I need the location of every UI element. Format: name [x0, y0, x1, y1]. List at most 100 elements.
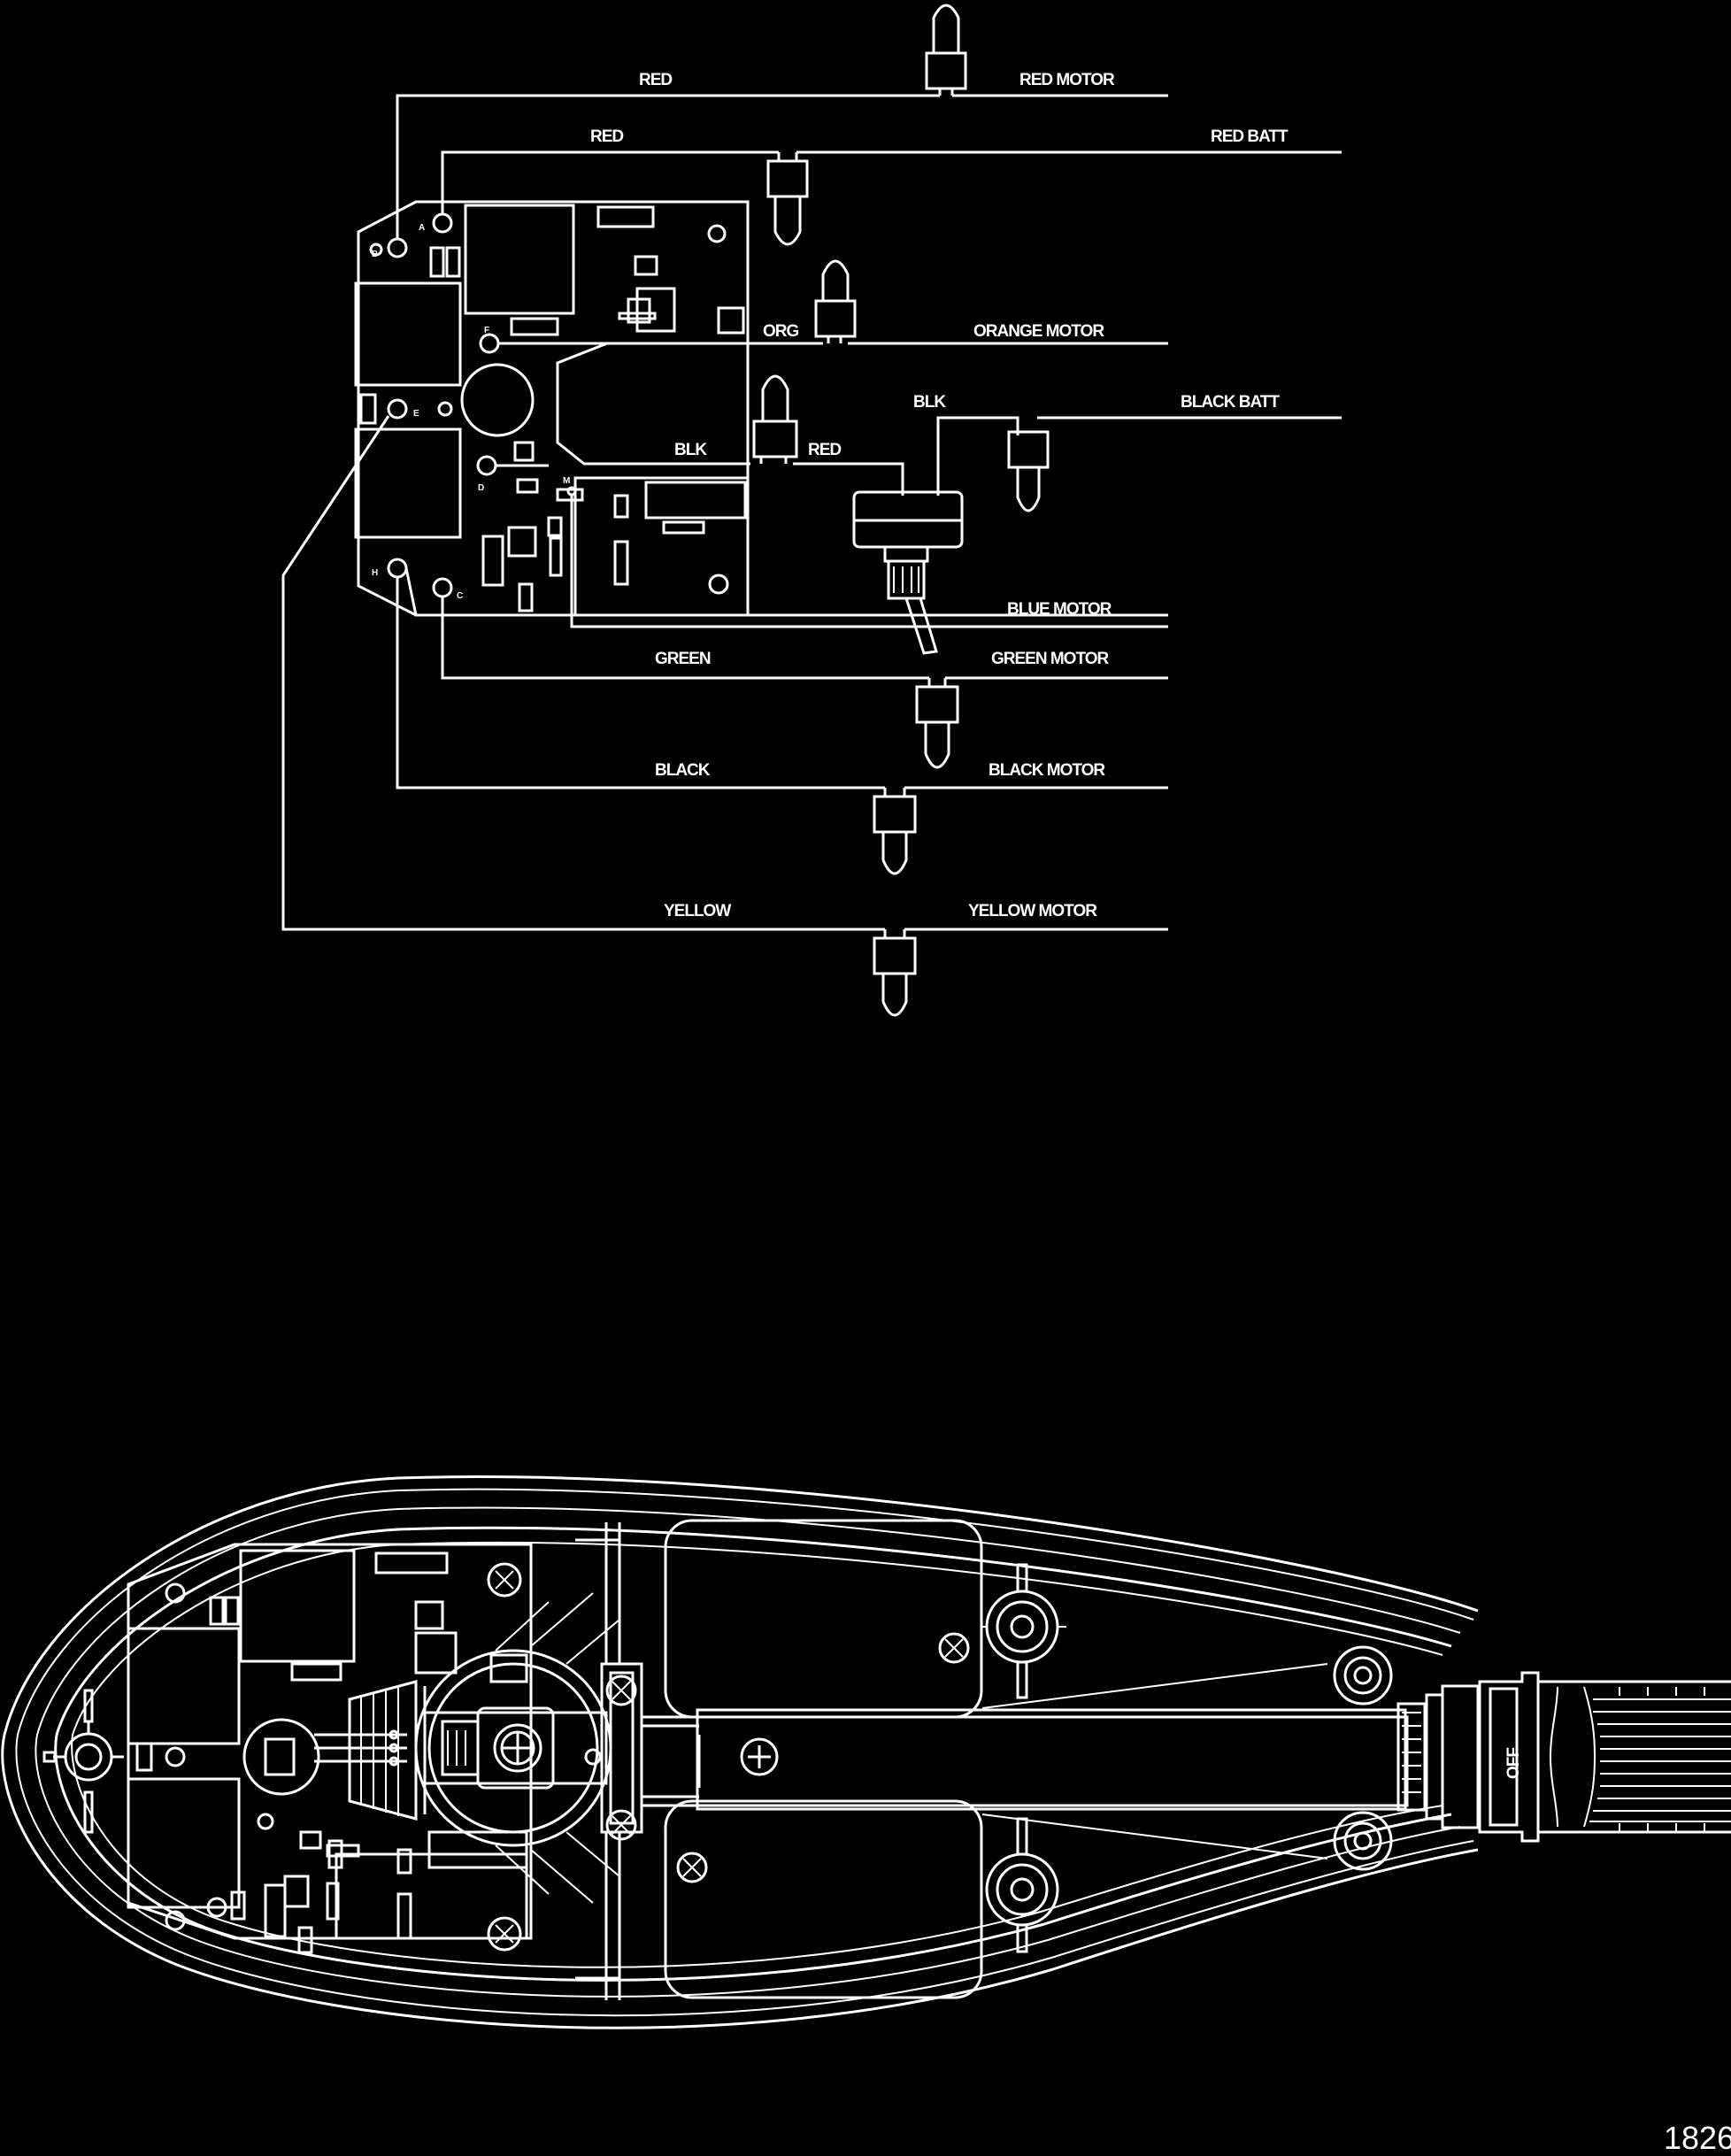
chip-6: [627, 297, 651, 324]
label-red-left: RED: [639, 71, 672, 89]
sub-board-part-1: [662, 520, 705, 535]
resistor-top: [596, 205, 655, 228]
diode-b: [445, 246, 461, 278]
housing-shell-3: [35, 1506, 1461, 1998]
mount-boss-rear-upper: [1333, 1645, 1393, 1706]
housing-capacitor-tab: [264, 1737, 296, 1776]
housing-inner-rim: [71, 1541, 1443, 1968]
board-hole-2: [369, 243, 383, 257]
housing-sub-part-7: [327, 1839, 343, 1869]
board-hole-3: [437, 401, 453, 417]
housing-sub-part-2: [396, 1892, 412, 1940]
housing-block-upper: [127, 1627, 241, 1745]
housing-outer-shell: [1, 1475, 1479, 2029]
housing-resistor-top: [374, 1552, 449, 1575]
label-red-batt: RED BATT: [1211, 127, 1289, 146]
label-org: ORG: [763, 322, 799, 341]
terminal-m: [566, 486, 577, 497]
regulator-3: [547, 516, 563, 537]
housing-diode-b: [224, 1596, 240, 1626]
board-block-lower: [354, 427, 462, 539]
mount-boss-upper: [981, 1563, 1066, 1699]
chip-5: [516, 478, 539, 494]
connector-black-batt: [1007, 430, 1050, 512]
fuse-left: [359, 393, 377, 425]
pin-label-e: E: [413, 409, 419, 419]
tiller-arm: [642, 1663, 1409, 1860]
chip-2: [635, 287, 676, 333]
housing-chip-4: [299, 1830, 322, 1850]
housing-sub-part-4: [283, 1875, 310, 1908]
chip-4: [513, 441, 535, 462]
regulator: [507, 526, 537, 558]
terminal-d: [476, 455, 497, 476]
cover-screw-upper: [938, 1632, 970, 1664]
chip-7: [618, 312, 657, 320]
resistor-mid: [510, 317, 559, 336]
mount-boss-lower: [985, 1817, 1059, 1953]
housing-board: [127, 1543, 533, 1940]
regulator-5: [518, 582, 534, 612]
housing-hole-4: [206, 1897, 227, 1918]
housing-fuse: [135, 1742, 153, 1772]
wire-blk-board: [556, 342, 750, 466]
label-black: BLACK: [655, 761, 711, 780]
terminal-f: [479, 333, 500, 354]
connector-orange: [814, 259, 857, 343]
wire-black: [396, 577, 885, 789]
terminal-c: [432, 577, 453, 598]
housing-hole-5: [257, 1813, 274, 1830]
nose-mount: [42, 1689, 124, 1834]
label-yellow: YELLOW: [664, 902, 731, 920]
cover-plate-lower: [664, 1799, 983, 1999]
relay-top: [464, 204, 575, 315]
label-black-motor: BLACK MOTOR: [989, 761, 1105, 780]
housing-diode-a: [209, 1596, 225, 1626]
terminal-h: [387, 558, 408, 579]
connector-black: [873, 788, 917, 875]
diode-a: [429, 246, 445, 278]
label-red-motor: RED MOTOR: [1019, 71, 1115, 89]
wire-yellow: [281, 415, 885, 931]
pin-label-f: F: [484, 326, 489, 335]
pin-label-h: H: [372, 568, 378, 578]
terminal-e: [387, 398, 408, 420]
housing-screw-board-1: [487, 1562, 522, 1598]
connector-red-batt: [766, 152, 809, 246]
housing-hole-2: [165, 1746, 186, 1767]
cover-screw-lower: [676, 1852, 708, 1883]
label-blk-switch: BLK: [913, 393, 946, 412]
sub-board-relay: [644, 481, 747, 520]
steering-assembly: [314, 1592, 620, 1904]
housing-resistor-mid: [290, 1662, 342, 1682]
connector-blk: [752, 374, 798, 464]
housing-inner-wall: [54, 1526, 1452, 1982]
housing-chip-3: [489, 1653, 528, 1683]
housing-shell-2: [15, 1488, 1474, 2017]
label-green: GREEN: [655, 650, 711, 668]
terminal-a: [432, 212, 453, 234]
terminal-b: [387, 237, 408, 258]
housing-sub-part-1: [396, 1848, 412, 1875]
housing-chip-1: [414, 1600, 444, 1630]
connector-green: [915, 678, 959, 769]
sub-board-part-2: [613, 494, 629, 519]
label-black-batt: BLACK BATT: [1181, 393, 1280, 412]
throttle-off-label: OFF: [1504, 1748, 1523, 1779]
capacitor: [460, 363, 535, 437]
figure-number: 1826: [1664, 2120, 1731, 2156]
housing-hole-3: [165, 1910, 186, 1931]
connector-red-motor: [925, 4, 967, 96]
housing-block-lower: [127, 1777, 241, 1909]
housing-sub-part-8: [230, 1890, 246, 1921]
motor-head-housing: OFF: [1, 1475, 1731, 2029]
sub-board-hole-1: [708, 574, 729, 595]
wire-red-batt: [441, 150, 779, 214]
label-red-inner: RED: [590, 127, 623, 146]
housing-capacitor: [242, 1718, 320, 1796]
housing-chip-2: [414, 1631, 458, 1675]
regulator-2: [481, 535, 504, 587]
pin-label-a: A: [419, 223, 425, 233]
housing-screw-board-2: [487, 1916, 522, 1952]
